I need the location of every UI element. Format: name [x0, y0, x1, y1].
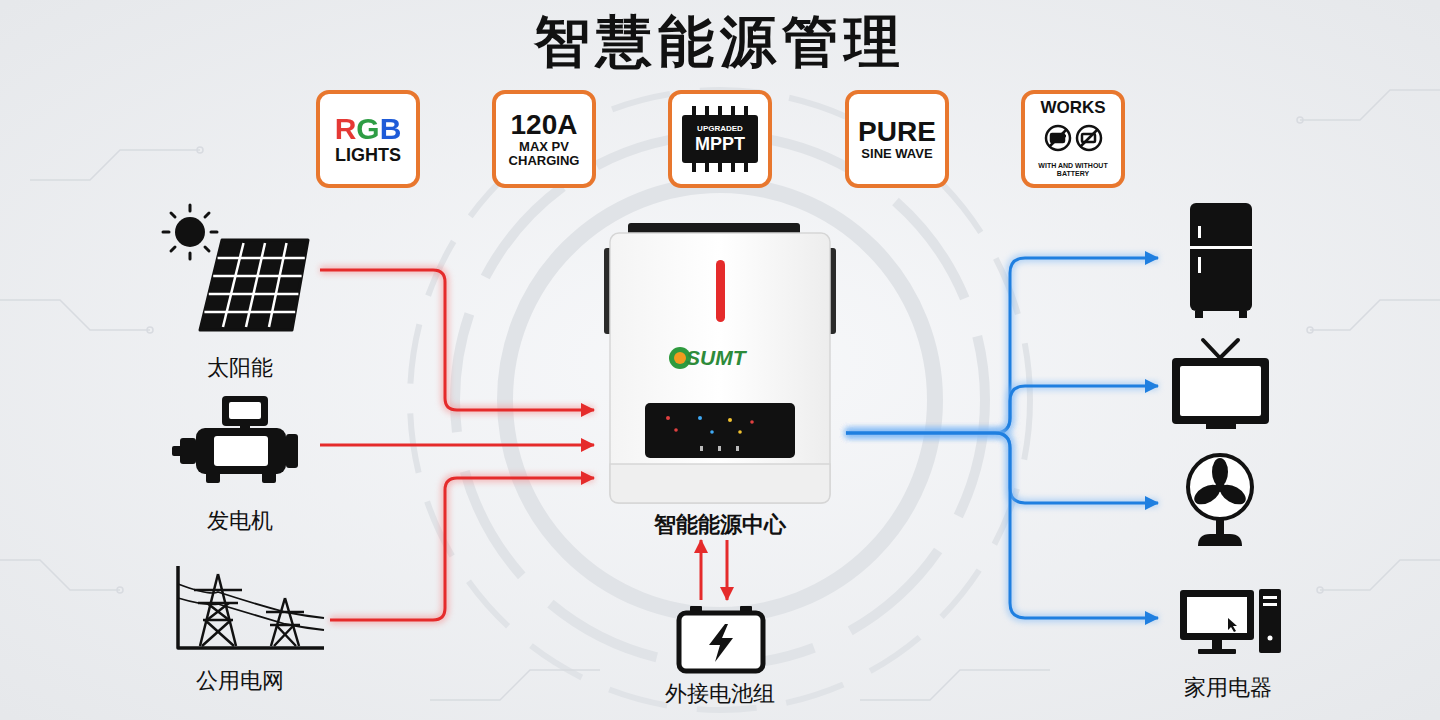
connector-glow [846, 433, 1158, 618]
badge-grounds [318, 92, 1123, 186]
feature-badge: PURESINE WAVE [845, 90, 949, 188]
connector-line [320, 270, 594, 410]
connector-glow [697, 540, 705, 600]
connector-glow [846, 258, 1158, 433]
load-group: 家用电器 [1158, 195, 1298, 702]
solar-icon [163, 205, 308, 330]
feature-badge: WORKS WITH AND WITHOUT BATTERY [1021, 90, 1125, 188]
node-text: WITH AND WITHOUT BATTERY [1032, 162, 1114, 178]
connector-glow [320, 441, 594, 449]
power-grid-icon [178, 566, 324, 648]
node-text: PURE [858, 117, 936, 147]
generator-icon [172, 396, 298, 483]
node-text: 公用电网 [196, 667, 284, 695]
connector-line [700, 540, 703, 600]
node-text: MAX PV CHARGING [500, 140, 588, 168]
node-text: 智能能源中心 [594, 511, 846, 539]
node-text: RGB [335, 113, 402, 145]
node-text: 外接电池组 [665, 680, 775, 708]
connector [846, 258, 1158, 618]
connector-glow [330, 478, 594, 620]
battery-pack: 外接电池组 [640, 600, 800, 708]
connector-glow [846, 386, 1158, 433]
feature-badge: UPGRADEDMPPT [668, 90, 772, 188]
energy-source: 公用电网 [150, 560, 330, 695]
connector [320, 270, 594, 410]
connector-line [320, 444, 594, 447]
node-text: SUMT [686, 346, 846, 370]
node-text: 120A [511, 110, 578, 140]
node-text: 家用电器 [1184, 674, 1272, 702]
circuit-lines [0, 90, 1440, 700]
feature-badge: RGBLIGHTS [316, 90, 420, 188]
battery-icon [679, 606, 763, 671]
connector-line [846, 386, 1158, 433]
node-text: 太阳能 [207, 354, 273, 382]
concentric-rings [410, 90, 1030, 710]
connector [330, 478, 594, 620]
node-text: LIGHTS [335, 145, 401, 165]
fan-icon [1188, 455, 1252, 546]
connector-line [846, 433, 1158, 618]
feature-badge: 120AMAX PV CHARGING [492, 90, 596, 188]
connector-line [846, 433, 1158, 503]
node-text: MPPT [695, 134, 745, 154]
energy-source: 太阳能 [160, 200, 320, 382]
connector-glow [320, 270, 594, 410]
connector [701, 540, 727, 600]
node-text: SINE WAVE [861, 147, 932, 161]
fridge-icon [1190, 203, 1252, 318]
battery-status-icons [1046, 126, 1101, 150]
connector-line [726, 540, 729, 600]
node-text: UPGRADED [697, 124, 743, 134]
diagram-title: 智慧能源管理 [0, 6, 1440, 78]
connector-line [330, 478, 594, 620]
computer-icon [1180, 589, 1281, 654]
node-text: 发电机 [207, 507, 273, 535]
connector-glow [723, 540, 731, 600]
chip-icon [682, 106, 758, 172]
connector-line [846, 258, 1158, 433]
tv-icon [1172, 340, 1269, 429]
energy-source: 发电机 [160, 390, 320, 535]
inverter-hub: SUMT 智能能源中心 [594, 222, 846, 540]
connector-glow [846, 433, 1158, 503]
connector [320, 445, 594, 446]
node-text: WORKS [1040, 99, 1105, 117]
